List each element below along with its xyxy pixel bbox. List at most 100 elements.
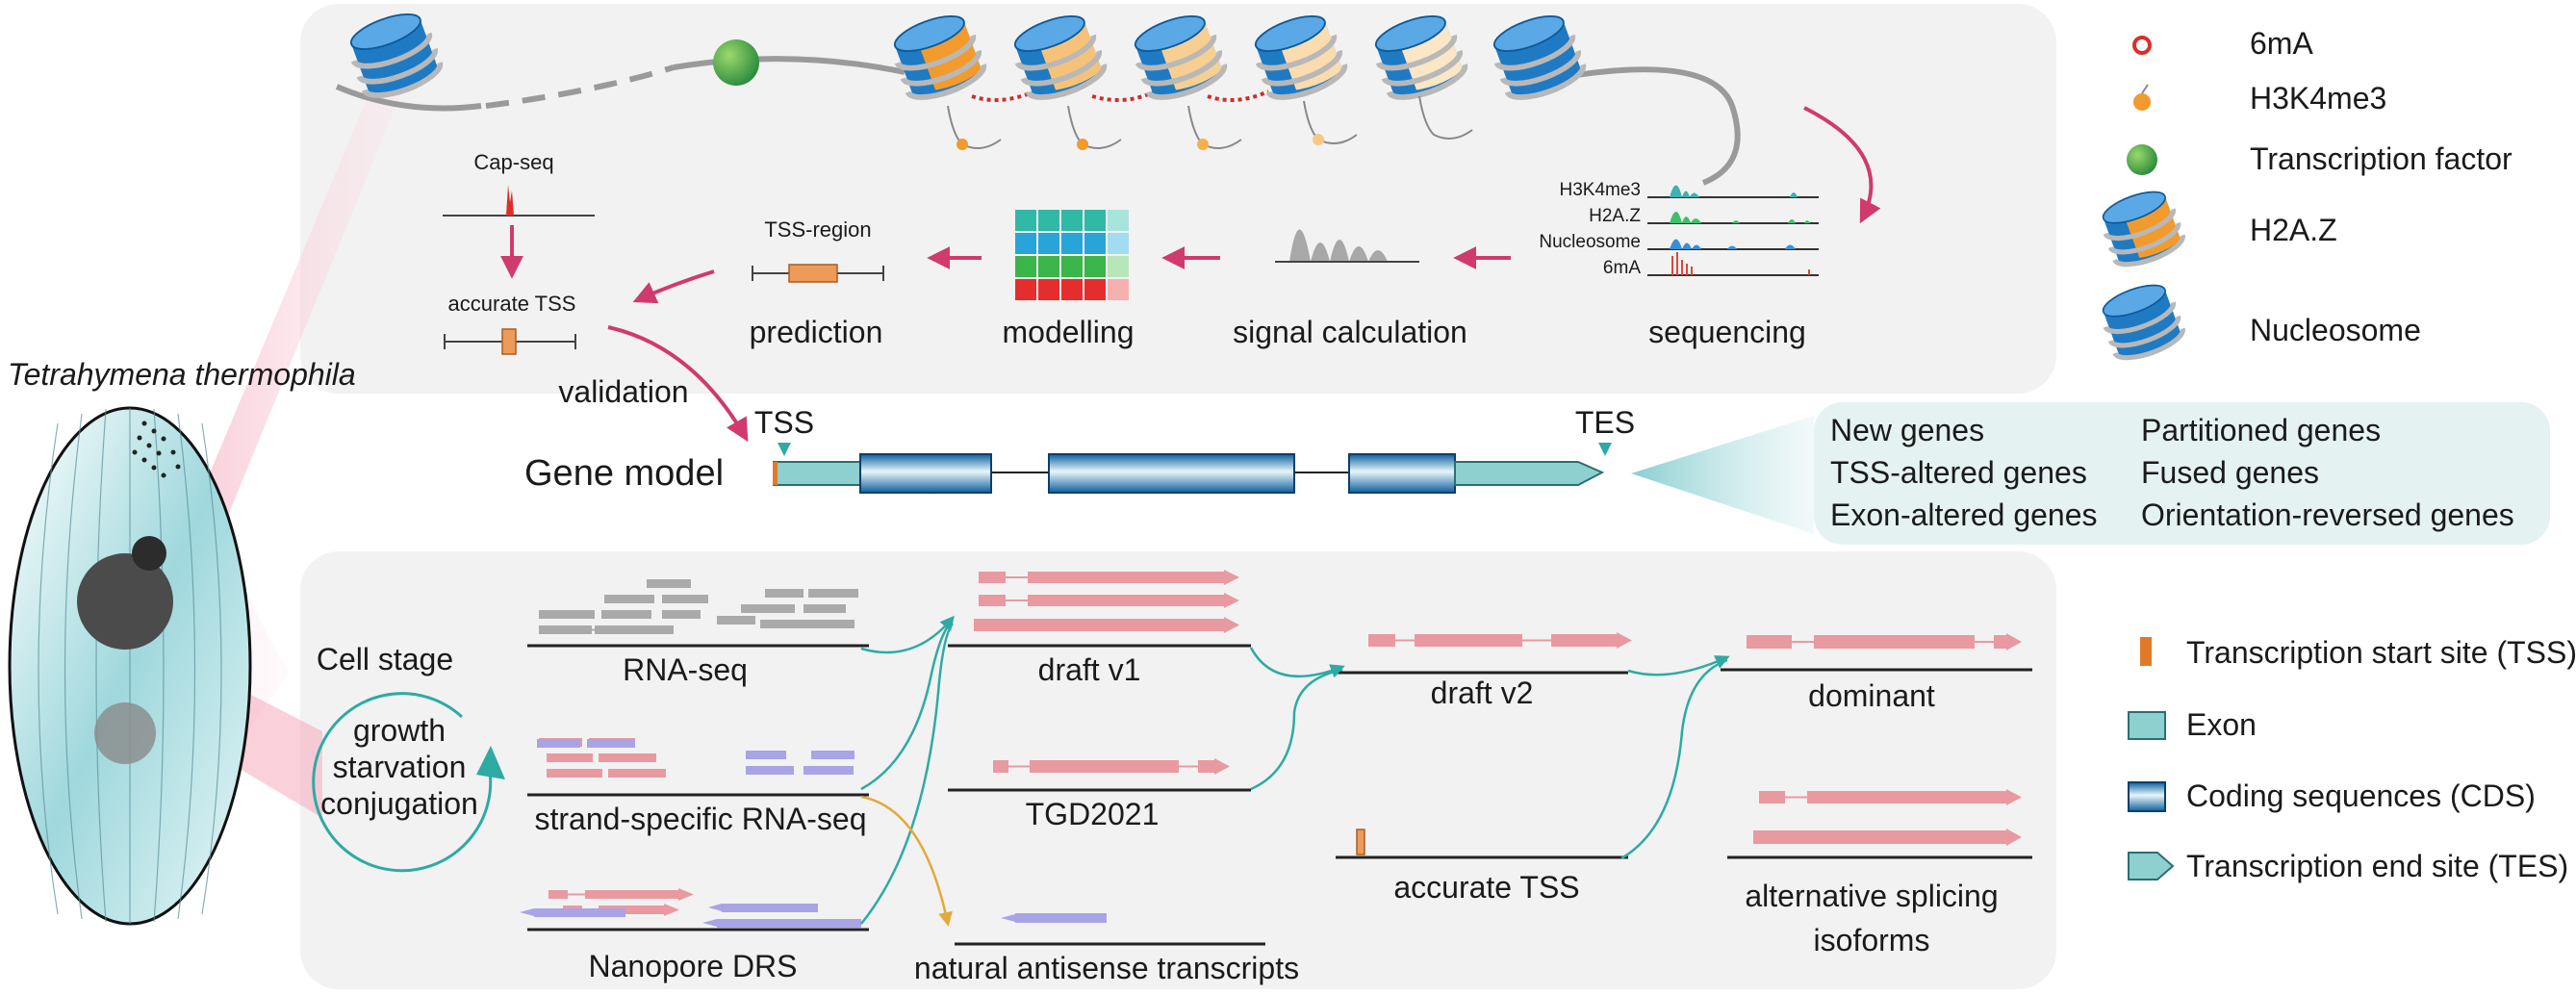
tgd2021-transcript xyxy=(1198,760,1214,773)
h3k4me3-mark xyxy=(1313,134,1324,145)
category-tss-altered: TSS-altered genes xyxy=(1830,455,2087,490)
tgd2021-transcript xyxy=(1030,760,1179,773)
signal-calculation-label: signal calculation xyxy=(1233,315,1467,349)
draft-v1-transcript-arrowhead xyxy=(1224,617,1239,633)
heatmap-cell xyxy=(1108,256,1129,277)
prediction-label: prediction xyxy=(750,315,883,349)
legend-exon-label: Exon xyxy=(2186,707,2257,742)
isoform-transcript xyxy=(1759,791,1785,804)
legend-h2az-label: H2A.Z xyxy=(2250,213,2337,247)
arrow-prediction-to-tss xyxy=(632,269,715,304)
nucleosome-row xyxy=(349,13,1587,150)
category-partitioned: Partitioned genes xyxy=(2141,413,2381,447)
micronucleus xyxy=(132,536,166,571)
sequencing-tracks: H3K4me3 H2A.Z Nucleosome 6mA xyxy=(1539,180,1819,278)
nanopore-antisense-read xyxy=(717,919,861,928)
validation-label: validation xyxy=(558,374,688,409)
legend-cds-label: Coding sequences (CDS) xyxy=(2186,778,2536,813)
h2az-icon xyxy=(2102,191,2185,268)
draft-v1-transcript xyxy=(974,619,1224,631)
heatmap-cell xyxy=(1061,279,1083,300)
heatmap-cell xyxy=(1015,233,1036,254)
nanopore-read xyxy=(585,890,678,899)
cap-seq-signal xyxy=(443,185,595,217)
legend-tf-label: Transcription factor xyxy=(2250,141,2512,176)
h3k4me3-mark xyxy=(956,139,968,150)
tss-region-glyph xyxy=(752,264,884,283)
sequencing-label: sequencing xyxy=(1648,315,1806,349)
ss-rnaseq-read xyxy=(537,739,580,748)
heatmap-cell xyxy=(1084,210,1106,231)
tgd2021-transcript xyxy=(993,760,1008,773)
dominant-label: dominant xyxy=(1808,678,1935,713)
tss-marker-icon xyxy=(778,443,791,456)
tgd2021-label: TGD2021 xyxy=(1026,797,1160,831)
macronucleus xyxy=(77,553,173,650)
rnaseq-read xyxy=(717,616,755,625)
tf-particle xyxy=(713,39,759,86)
accurate-tss-label-bottom: accurate TSS xyxy=(1393,870,1579,905)
rnaseq-read xyxy=(760,620,808,628)
tes-marker-icon xyxy=(1598,443,1612,456)
draft-v1-label: draft v1 xyxy=(1038,652,1141,687)
heatmap-cell xyxy=(1108,233,1129,254)
gene-model-cds-1 xyxy=(859,453,992,494)
heatmap-cell xyxy=(1015,256,1036,277)
ss-rnaseq-read xyxy=(599,753,656,762)
ss-rnaseq-read xyxy=(608,769,666,778)
transcription-factor-icon xyxy=(2127,144,2157,175)
isoform-transcript xyxy=(1807,791,2006,804)
rnaseq-read xyxy=(601,610,651,619)
legend-tes-label: Transcription end site (TES) xyxy=(2186,849,2568,883)
nanopore-read xyxy=(599,906,664,914)
draft-v2-transcript xyxy=(1551,634,1617,647)
heatmap-cell xyxy=(1038,256,1059,277)
tgd2021-transcript-arrowhead xyxy=(1214,758,1230,775)
gene-model-cds-3 xyxy=(1348,453,1456,494)
gene-category-panel xyxy=(1814,402,2550,545)
gene-model-utr5 xyxy=(773,461,861,486)
rnaseq-spliced-read xyxy=(601,625,674,634)
heatmap-cell xyxy=(1084,279,1106,300)
heatmap-cell xyxy=(1108,210,1129,231)
modelling-label: modelling xyxy=(1003,315,1135,349)
heatmap-cell xyxy=(1084,256,1106,277)
draft-v1-transcript xyxy=(979,572,1006,583)
draft-v1-transcript-arrowhead xyxy=(1224,593,1239,608)
organism-label: Tetrahymena thermophila xyxy=(8,357,356,392)
nat-label: natural antisense transcripts xyxy=(914,951,1299,985)
rnaseq-label: RNA-seq xyxy=(623,652,748,687)
ss-rnaseq-label: strand-specific RNA-seq xyxy=(535,802,867,836)
gene-model-utr3 xyxy=(1454,461,1605,486)
gene-model-tss-box xyxy=(773,462,778,485)
legend-h3k4me3-label: H3K4me3 xyxy=(2250,81,2386,115)
legend-tss-icon xyxy=(2140,637,2152,666)
top-panel xyxy=(300,4,2056,394)
vacuole xyxy=(94,702,156,764)
isoform-transcript-arrowhead xyxy=(2006,829,2022,846)
heatmap-cell xyxy=(1038,279,1059,300)
stage-growth: growth xyxy=(353,713,446,748)
dominant-transcript xyxy=(1747,635,1792,649)
alt-splicing-label-2: isoforms xyxy=(1814,923,1930,957)
workflow-baselines xyxy=(527,644,2032,946)
ss-rnaseq-read xyxy=(746,766,794,775)
gene-model-cds-2 xyxy=(1048,453,1295,494)
track-peak-nucleosome xyxy=(1670,239,1796,249)
nucleosome-h2az-2 xyxy=(1013,15,1108,100)
draft-v1-transcript xyxy=(979,595,1006,606)
signal-peaks-icon xyxy=(1275,229,1419,263)
draft-v2-transcript xyxy=(1368,634,1395,647)
heatmap-cell xyxy=(1038,233,1059,254)
gene-model-tes-label: TES xyxy=(1575,405,1635,440)
rnaseq-read xyxy=(803,604,846,613)
legend-exon-icon xyxy=(2128,711,2166,740)
heatmap-cell xyxy=(1038,210,1059,231)
h3k4me3-mark xyxy=(1197,139,1209,150)
legend-cds-icon xyxy=(2128,781,2166,812)
ss-rnaseq-read xyxy=(547,769,602,778)
modelling-heatmap xyxy=(1015,210,1129,300)
nanopore-label: Nanopore DRS xyxy=(589,949,798,983)
chromatin-fiber xyxy=(335,56,1741,186)
rnaseq-read xyxy=(662,595,708,603)
